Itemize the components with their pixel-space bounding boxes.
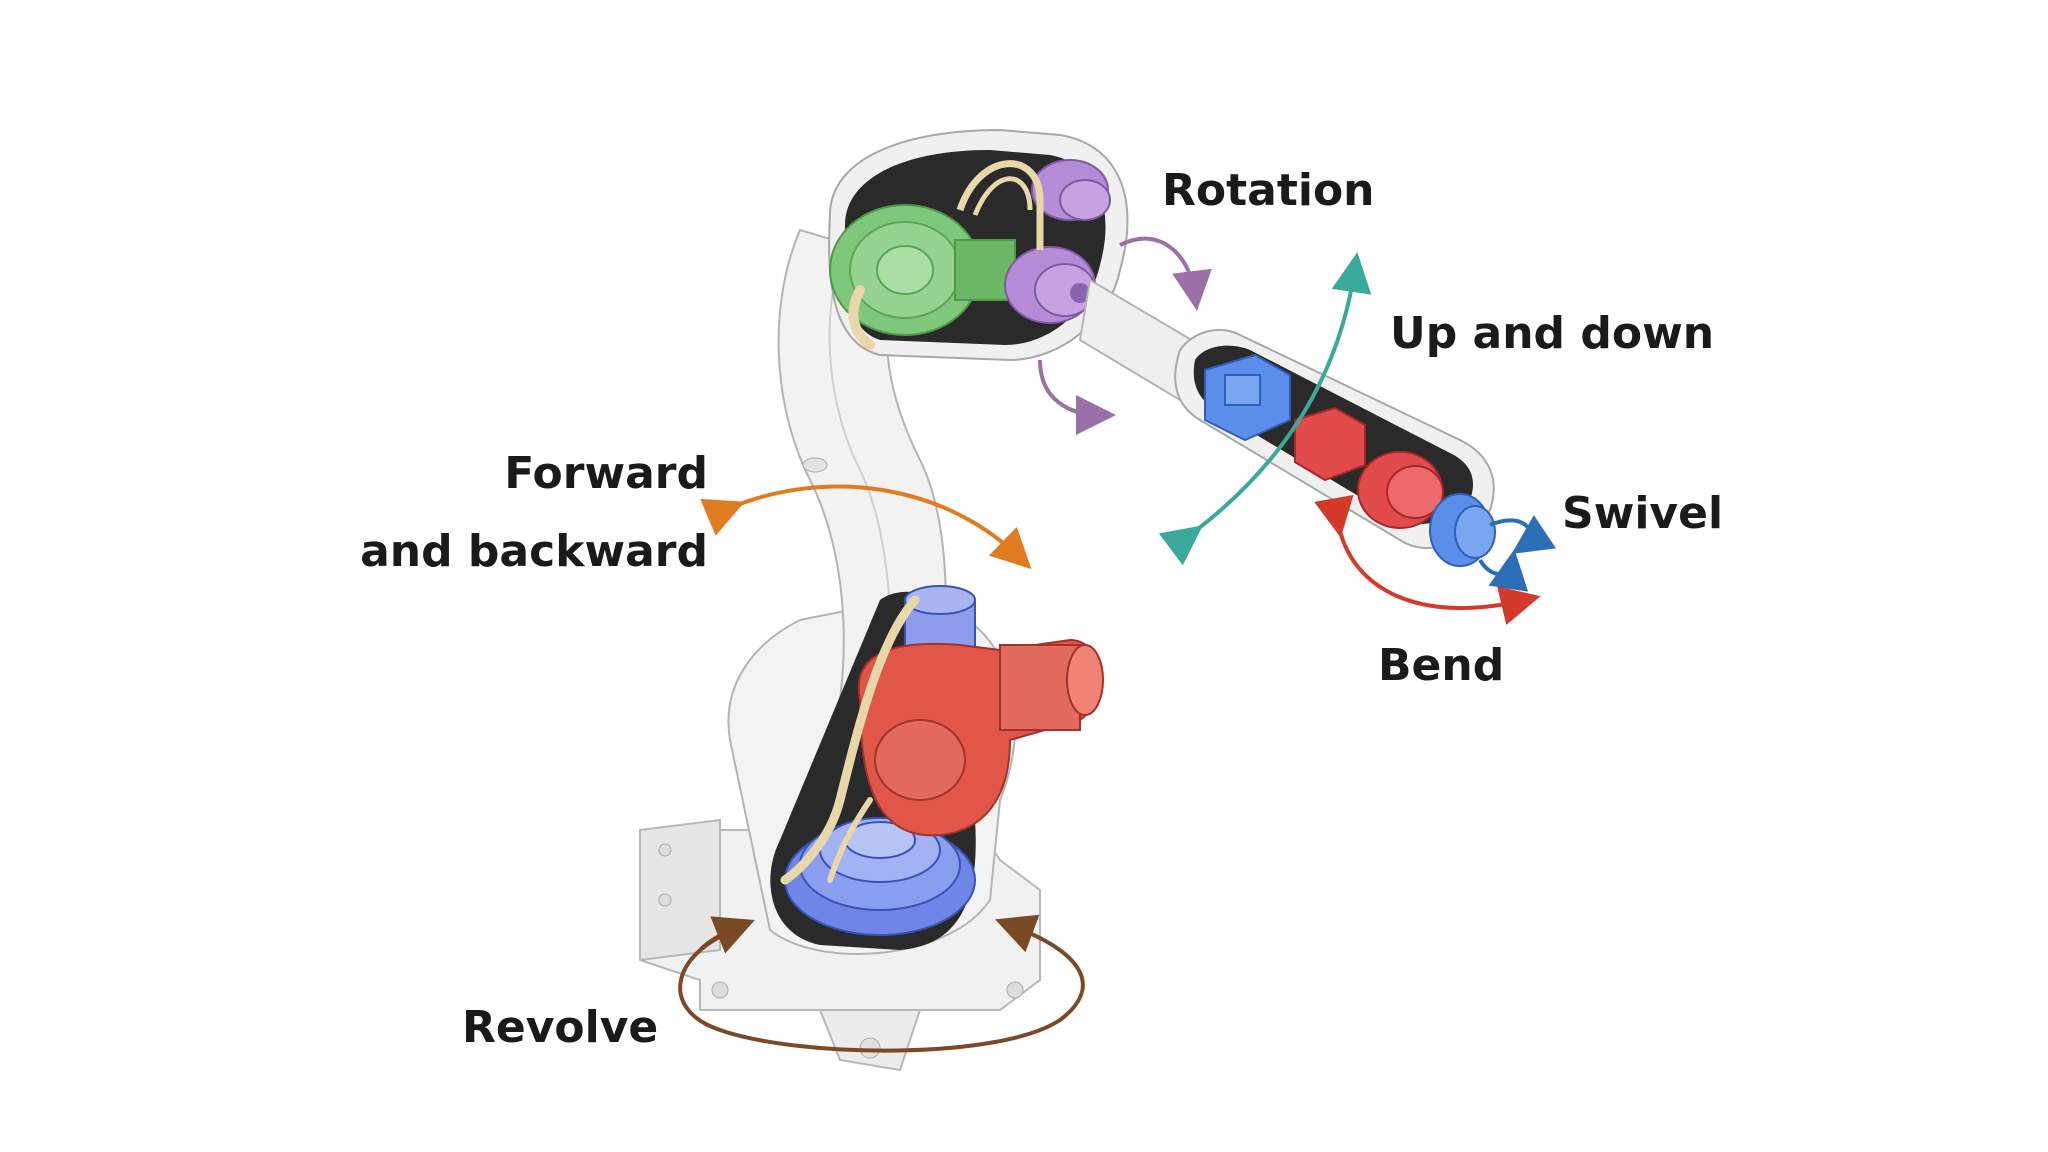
motion-arrows [678,236,1557,1053]
base-motor-red [857,638,1104,837]
swivel-arrow-lower [1478,549,1529,592]
label-up-and-down: Up and down [1390,308,1714,359]
elbow-motor-green [829,204,1016,350]
label-rotation: Rotation [1162,165,1375,216]
forward-backward-arrow [700,484,1032,570]
rotation-arrow-lower [1038,359,1116,435]
rotation-arrow [1119,236,1212,311]
label-and-backward: and backward [360,526,708,577]
label-forward: Forward [504,448,708,499]
label-bend: Bend [1378,640,1504,691]
revolve-arrow-start [698,916,755,954]
forearm-motor-red-large [1357,451,1444,529]
base-cable [780,595,920,885]
motion-labels: Rotation Up and down Forward and backwar… [360,165,1723,1053]
label-swivel: Swivel [1562,488,1723,539]
elbow-motor-purple [956,159,1115,324]
revolve-arrow [678,914,1085,1053]
robot-arm [639,128,1496,1072]
label-revolve: Revolve [462,1002,658,1053]
up-down-arrow [1158,252,1372,566]
swivel-arrow [1489,515,1557,554]
bend-arrow [1314,494,1541,626]
forearm-motor-red-small [1294,406,1366,482]
